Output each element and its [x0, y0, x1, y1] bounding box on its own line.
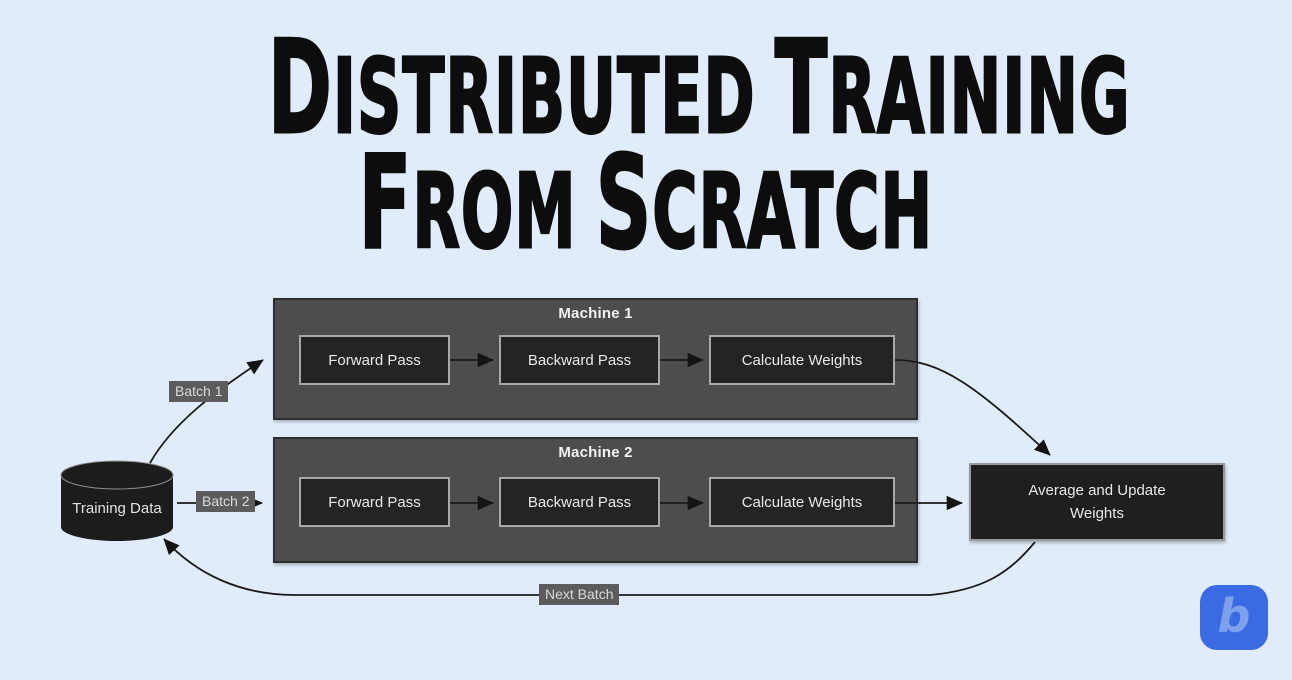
- machine-2-calculate-weights-node: Calculate Weights: [709, 477, 895, 527]
- machine-1-group: Machine 1 Forward Pass Backward Pass Cal…: [273, 298, 918, 420]
- training-data-label: Training Data: [72, 500, 162, 517]
- machine-2-title: Machine 2: [558, 444, 633, 461]
- edge-label-batch2: Batch 2: [196, 491, 256, 512]
- machine-1-forward-pass-node: Forward Pass: [299, 335, 450, 385]
- edge-label-next-batch: Next Batch: [539, 584, 620, 605]
- brand-logo-letter: b: [1217, 588, 1251, 643]
- average-update-weights-node: Average and Update Weights: [969, 463, 1225, 541]
- cylinder-top: [60, 460, 174, 490]
- machine-1-title: Machine 1: [558, 305, 633, 322]
- machine-2-forward-pass-node: Forward Pass: [299, 477, 450, 527]
- cylinder-body: [61, 475, 173, 541]
- training-data-cylinder-icon: [60, 460, 174, 541]
- machine-1-backward-pass-node: Backward Pass: [499, 335, 660, 385]
- machine-1-calculate-weights-node: Calculate Weights: [709, 335, 895, 385]
- arrow-m1-to-aggregator: [894, 359, 1051, 456]
- edge-label-batch1: Batch 1: [169, 381, 229, 402]
- aggregator-label-line-1: Average and Update: [1028, 481, 1166, 499]
- machine-2-group: Machine 2 Forward Pass Backward Pass Cal…: [273, 437, 918, 563]
- brand-logo: b: [1200, 585, 1268, 650]
- machine-2-backward-pass-node: Backward Pass: [499, 477, 660, 527]
- arrow-batch1: [149, 359, 264, 464]
- aggregator-label-line-2: Weights: [1070, 505, 1124, 522]
